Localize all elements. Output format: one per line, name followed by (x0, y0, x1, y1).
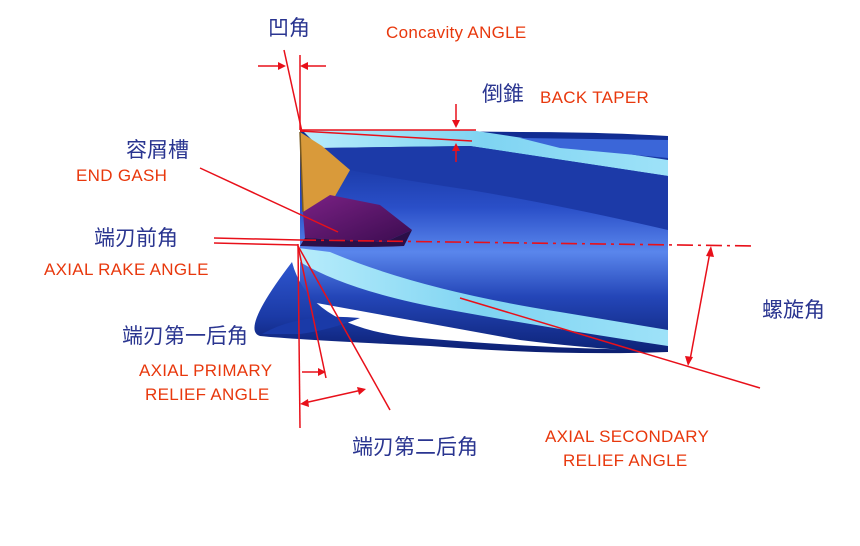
end-gash-cn-label: 容屑槽 (126, 138, 189, 162)
upper-flute (320, 146, 668, 230)
primary-relief-angle-en-label-2: RELIEF ANGLE (145, 385, 270, 404)
lower-land (298, 248, 668, 346)
helix-arrowhead-top (706, 246, 714, 257)
concavity-face-edge (299, 131, 304, 213)
lower-flute-tail (262, 316, 360, 334)
axial-rake-ref-2 (213, 242, 299, 246)
primary-relief-angle-cn-label: 端刃第一后角 (122, 324, 248, 348)
upper-stripe (520, 138, 668, 158)
axial-rake-angle-cn-label: 端刃前角 (94, 226, 178, 250)
end-gash-leader (199, 167, 339, 233)
concavity-ref-incline (283, 49, 303, 133)
helix-edge-line (459, 297, 761, 389)
end-gash-shadow (300, 230, 412, 247)
concavity-arrowhead-right (300, 62, 308, 70)
primary-relief-arrowhead (318, 368, 326, 376)
axial-rake-ref-1 (213, 237, 301, 241)
concavity-arrowhead-left (278, 62, 286, 70)
axial-rake-angle-en-label: AXIAL RAKE ANGLE (44, 260, 209, 279)
secondary-relief-angle-cn-label: 端刃第二后角 (352, 435, 478, 459)
primary-relief-angle-en-label-1: AXIAL PRIMARY (139, 361, 273, 380)
secondary-relief-arrow (303, 389, 363, 404)
back-taper-arrowhead-top (452, 120, 460, 128)
back-taper-line-2 (299, 130, 473, 142)
back-taper-cn-label: 倒錐 (482, 82, 524, 106)
secondary-relief-angle-en-label-1: AXIAL SECONDARY (545, 427, 710, 446)
end-gash-en-label: END GASH (76, 166, 168, 185)
concavity-angle-en-label: Concavity ANGLE (386, 23, 527, 42)
secondary-relief-arrowhead-right (357, 387, 366, 395)
helix-arrow (689, 251, 711, 361)
secondary-relief-line (297, 245, 391, 411)
tool-axis-line (299, 239, 756, 247)
primary-relief-line (297, 245, 327, 379)
back-taper-arrowhead-bottom (452, 143, 460, 151)
helix-angle-cn-label: 螺旋角 (762, 298, 825, 322)
concavity-angle-cn-label: 凹角 (268, 16, 310, 40)
relief-vertical (297, 243, 301, 429)
top-land (302, 130, 668, 176)
back-taper-en-label: BACK TAPER (540, 88, 650, 107)
helix-arrowhead-bottom (685, 356, 693, 366)
secondary-relief-angle-en-label-2: RELIEF ANGLE (563, 451, 688, 470)
end-gash-face (303, 195, 412, 242)
concavity-face (300, 132, 350, 212)
lower-flute (254, 262, 668, 354)
secondary-relief-arrowhead-left (300, 399, 309, 407)
